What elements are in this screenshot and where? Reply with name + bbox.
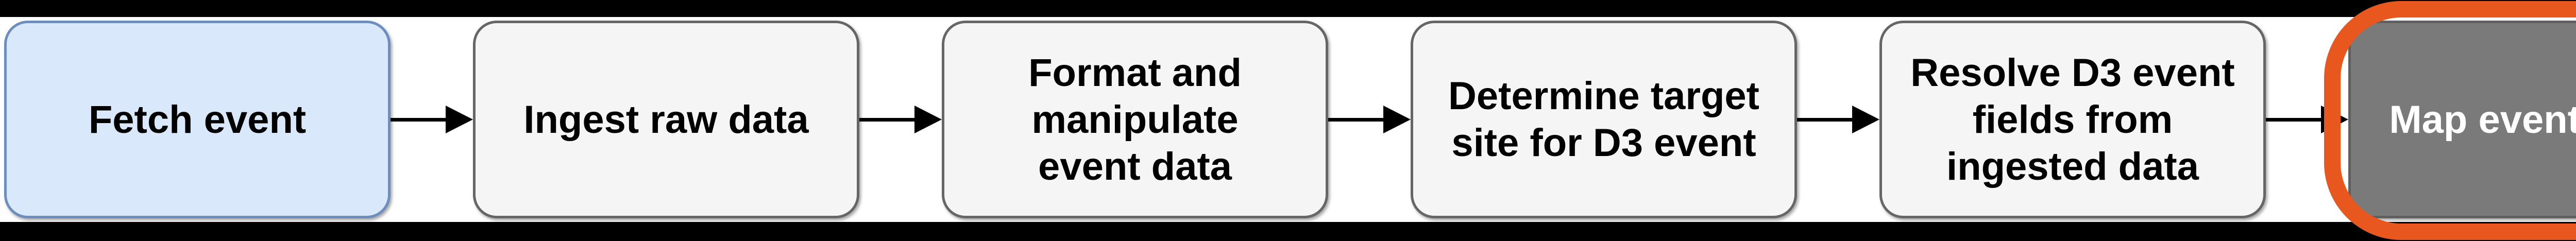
step-label-line: ingested data [1946, 144, 2199, 188]
flow-arrow-1 [391, 106, 473, 133]
step-format-and-manipulate: Format and manipulate event data [942, 21, 1328, 218]
flow-arrow-4 [1797, 106, 1879, 133]
arrow-shaft [859, 117, 914, 122]
step-label: Fetch event [88, 97, 307, 142]
step-label-line: fields from [1972, 97, 2173, 142]
step-map-event-fields: Map event fields [2348, 21, 2576, 218]
step-label-line: Determine target [1448, 74, 1759, 118]
arrow-shaft [391, 117, 446, 122]
step-label-line: Format and [1028, 50, 1242, 95]
arrow-head-icon [446, 106, 473, 133]
arrow-shaft [1797, 117, 1852, 122]
step-label-line: site for D3 event [1451, 121, 1756, 165]
arrow-head-icon [1383, 106, 1411, 133]
step-label-line: event data [1038, 144, 1232, 188]
flow-arrow-2 [859, 106, 942, 133]
letterbox-bottom-band [0, 222, 2576, 241]
step-determine-target-site: Determine target site for D3 event [1411, 21, 1797, 218]
arrow-shaft [2266, 117, 2321, 122]
step-ingest-raw-data: Ingest raw data [473, 21, 859, 218]
arrow-head-icon [1852, 106, 1879, 133]
arrow-head-icon [914, 106, 942, 133]
step-label-line: manipulate [1031, 97, 1239, 142]
letterbox-top-band [0, 0, 2576, 17]
flow-arrow-5 [2266, 106, 2348, 133]
arrow-shaft [1328, 117, 1383, 122]
step-resolve-event-fields: Resolve D3 event fields from ingested da… [1879, 21, 2266, 218]
step-fetch-event: Fetch event [4, 21, 391, 218]
flow-arrow-3 [1328, 106, 1411, 133]
arrow-head-icon [2321, 106, 2348, 133]
step-label: Ingest raw data [523, 97, 809, 142]
step-label: Map event fields [2389, 97, 2576, 142]
step-label-line: Resolve D3 event [1910, 50, 2235, 95]
process-flow-row: Fetch event Ingest raw data Format and m… [4, 21, 2576, 218]
